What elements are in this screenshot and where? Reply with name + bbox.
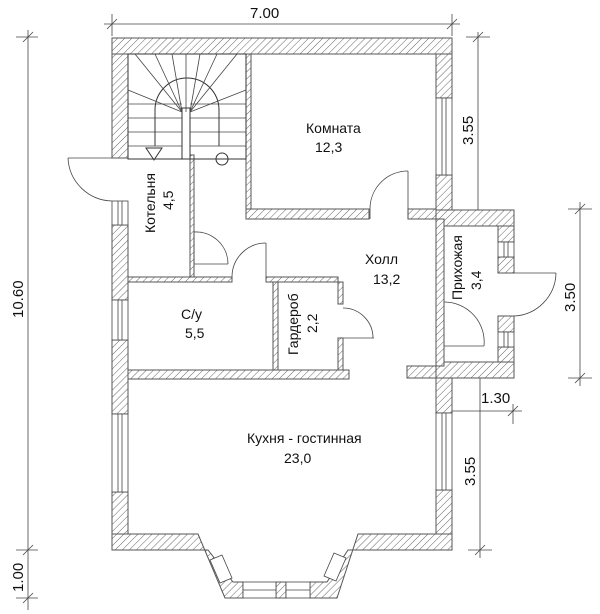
window-right-kitchen bbox=[435, 412, 453, 491]
window-left-boiler bbox=[111, 200, 129, 226]
room-name-prikhozhaya: Прихожая bbox=[449, 235, 465, 300]
dimension-right-upper: 3.55 bbox=[460, 31, 490, 215]
stair-tread bbox=[189, 89, 247, 113]
riser-marker-icon bbox=[215, 152, 229, 166]
dimension-vestibule: 3.50 bbox=[562, 202, 592, 386]
room-name-garderob: Гардероб bbox=[285, 293, 301, 355]
dimension-left-label: 10.60 bbox=[10, 280, 27, 318]
dimension-right-lower-label: 3.55 bbox=[462, 457, 479, 486]
window-bay-right bbox=[323, 552, 347, 582]
room-area-kukhnya: 23,0 bbox=[284, 450, 311, 466]
door-vestibule-inner[interactable] bbox=[443, 301, 485, 347]
window-right-room bbox=[435, 97, 453, 176]
room-name-kotelnya: Котельня bbox=[142, 173, 158, 233]
door-wardrobe[interactable] bbox=[342, 307, 374, 339]
window-left-bath bbox=[111, 299, 129, 341]
dimension-depth-label: 1.30 bbox=[481, 390, 510, 407]
stair-tread bbox=[127, 89, 183, 113]
window-vestibule-upper bbox=[497, 241, 515, 258]
room-area-garderob: 2,2 bbox=[304, 313, 320, 333]
stair-tread bbox=[171, 53, 183, 113]
room-area-su: 5,5 bbox=[185, 325, 205, 341]
room-name-holl: Холл bbox=[365, 251, 398, 267]
room-area-prikhozhaya: 3,4 bbox=[468, 270, 484, 290]
stair-tread bbox=[189, 53, 218, 113]
windows bbox=[111, 97, 515, 599]
dimension-right-lower: 1.30 3.55 bbox=[448, 378, 522, 558]
dimension-bay-label: 1.00 bbox=[10, 563, 27, 592]
door-room[interactable] bbox=[369, 170, 409, 219]
room-name-su: С/у bbox=[181, 306, 202, 322]
window-bay-left bbox=[209, 554, 233, 584]
window-left-kitchen bbox=[111, 413, 129, 493]
dimension-top: 7.00 bbox=[104, 5, 460, 36]
door-bath[interactable] bbox=[231, 242, 267, 278]
stair-direction-arrow-icon bbox=[145, 147, 163, 161]
stair-tread bbox=[154, 53, 183, 113]
room-area-kotelnya: 4,5 bbox=[160, 190, 176, 210]
window-vestibule-lower bbox=[497, 331, 515, 348]
stair-tread bbox=[134, 53, 183, 113]
dimension-top-label: 7.00 bbox=[250, 5, 279, 22]
exterior-walls bbox=[111, 37, 515, 599]
stair-tread bbox=[189, 53, 238, 113]
room-area-komnata: 12,3 bbox=[315, 139, 342, 155]
room-area-holl: 13,2 bbox=[373, 271, 400, 287]
room-name-komnata: Комната bbox=[306, 120, 361, 136]
dimension-vestibule-label: 3.50 bbox=[562, 283, 579, 312]
dimension-right-upper-label: 3.55 bbox=[460, 116, 477, 145]
interior-walls bbox=[127, 53, 445, 380]
doors bbox=[67, 157, 557, 347]
room-labels: Комната 12,3 Котельня 4,5 Холл 13,2 Прих… bbox=[142, 120, 484, 466]
door-entrance-front[interactable] bbox=[513, 272, 557, 317]
door-entrance-left[interactable] bbox=[67, 157, 113, 202]
stair-tread bbox=[189, 53, 201, 113]
door-boiler[interactable] bbox=[193, 231, 229, 265]
dimension-left: 10.60 1.00 bbox=[10, 30, 38, 610]
room-name-kukhnya: Кухня - гостинная bbox=[247, 430, 362, 446]
staircase[interactable] bbox=[127, 53, 247, 166]
window-bay-bottom bbox=[242, 581, 311, 599]
